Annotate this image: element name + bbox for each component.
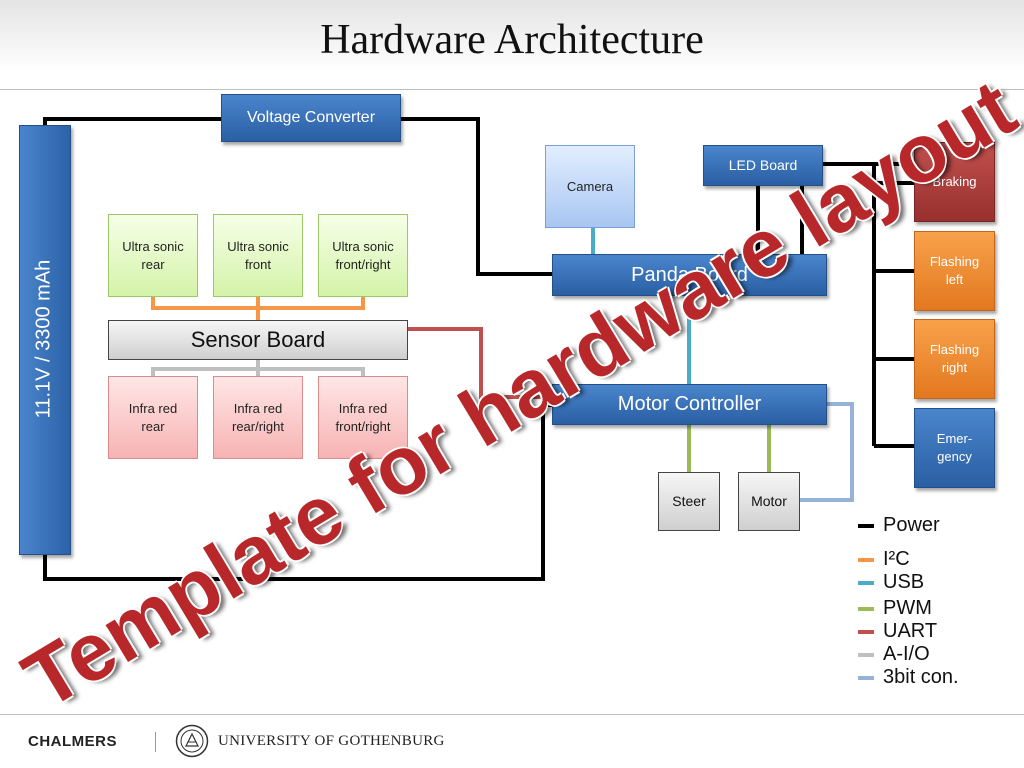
legend-swatch [858,606,874,611]
legend-swatch [858,652,874,657]
legend-label: UART [883,620,938,642]
uart-wire [408,327,552,399]
legend-item-usb: USB [858,571,959,594]
legend-label: I²C [883,548,910,570]
legend-swatch [858,580,874,585]
motor-controller-box: Motor Controller [552,384,827,425]
voltage-converter-box: Voltage Converter [221,94,401,142]
legend: Power I²C USB PWM UART A-I/O 3bit con. [858,514,959,689]
header-divider [0,89,1024,90]
legend-label: 3bit con. [883,666,959,688]
legend-item-i2c: I²C [858,548,959,571]
power-wire-converter-panda [401,117,552,276]
university-name: UNIVERSITY OF GOTHENBURG [218,733,445,749]
motor-box: Motor [738,472,800,531]
footer-separator [155,732,156,752]
legend-item-power: Power [858,514,959,537]
3bit-wire [800,402,854,502]
footer-divider [0,714,1024,715]
power-wire-battery-motorcontroller [43,403,552,581]
legend-swatch [858,675,874,680]
steer-box: Steer [658,472,720,531]
panda-board-box: Panda Board [552,254,827,296]
battery-label: 11.1V / 3300 mAh [32,259,55,419]
legend-swatch [858,523,874,528]
camera-box: Camera [545,145,635,228]
ultrasonic-rear-box: Ultra sonic rear [108,214,198,297]
braking-led-box: Braking [914,142,995,222]
ultrasonic-front-right-box: Ultra sonic front/right [318,214,408,297]
header-background [0,0,1024,90]
infrared-rear-box: Infra red rear [108,376,198,459]
battery-block [19,125,71,555]
page-title: Hardware Architecture [320,17,704,63]
flashing-right-led-box: Flashing right [914,319,995,399]
legend-label: USB [883,571,925,593]
chalmers-logo: CHALMERS [28,733,117,750]
legend-swatch [858,557,874,562]
legend-item-uart: UART [858,620,959,643]
legend-item-aio: A-I/O [858,643,959,666]
infrared-rear-right-box: Infra red rear/right [213,376,303,459]
legend-item-pwm: PWM [858,597,959,620]
legend-item-3bit: 3bit con. [858,666,959,689]
led-board-box: LED Board [703,145,823,186]
flashing-left-led-box: Flashing left [914,231,995,311]
infrared-front-right-box: Infra red front/right [318,376,408,459]
legend-label: Power [883,514,940,536]
ultrasonic-front-box: Ultra sonic front [213,214,303,297]
legend-label: A-I/O [883,643,930,665]
power-wire-battery-converter [43,117,221,125]
emergency-led-box: Emer- gency [914,408,995,488]
legend-swatch [858,629,874,634]
sensor-board-box: Sensor Board [108,320,408,360]
legend-label: PWM [883,597,932,619]
university-seal-icon [175,724,209,758]
